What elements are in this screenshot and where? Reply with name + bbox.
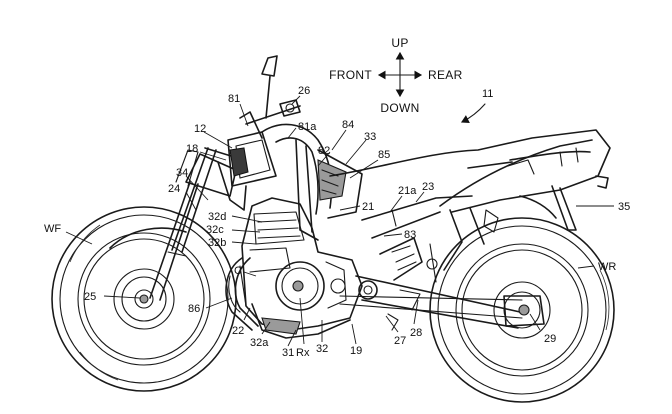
svg-text:11: 11 xyxy=(482,88,493,100)
label-32c: 32c xyxy=(206,224,224,236)
label-81: 81 xyxy=(228,93,240,105)
label-21: 21 xyxy=(362,201,374,213)
seat-rear-body xyxy=(329,129,611,271)
label-35: 35 xyxy=(618,201,630,213)
label-24: 24 xyxy=(168,183,180,195)
label-Rx: Rx xyxy=(296,347,310,359)
label-21a: 21a xyxy=(398,185,417,197)
exhaust xyxy=(225,257,259,331)
label-82: 82 xyxy=(318,145,330,157)
label-26: 26 xyxy=(298,85,310,97)
label-27: 27 xyxy=(394,335,406,347)
label-WF: WF xyxy=(44,223,61,235)
part-labels: WF WR 12 18 34 24 32d 32c 32b C 25 86 22… xyxy=(44,85,630,359)
label-81a: 81a xyxy=(298,121,317,133)
front-cowl xyxy=(217,131,277,211)
direction-compass: UP DOWN FRONT REAR xyxy=(329,36,462,115)
leader-lines xyxy=(65,95,614,347)
label-83: 83 xyxy=(404,229,416,241)
label-22: 22 xyxy=(232,325,244,337)
label-28: 28 xyxy=(410,327,422,339)
label-32: 32 xyxy=(316,343,328,355)
label-86: 86 xyxy=(188,303,200,315)
direction-up-label: UP xyxy=(391,36,408,50)
engine xyxy=(228,197,363,339)
label-19: 19 xyxy=(350,345,362,357)
label-C: C xyxy=(234,265,242,277)
label-18: 18 xyxy=(186,143,198,155)
rear-wheel xyxy=(429,217,615,403)
label-25: 25 xyxy=(84,291,96,303)
label-31: 31 xyxy=(282,347,294,359)
label-12: 12 xyxy=(194,123,206,135)
label-32b: 32b xyxy=(208,237,226,249)
front-fork xyxy=(109,147,245,301)
mirror-handlebar xyxy=(239,55,301,139)
direction-front-label: FRONT xyxy=(329,68,372,82)
label-29: 29 xyxy=(544,333,556,345)
label-WR: WR xyxy=(598,261,616,273)
direction-rear-label: REAR xyxy=(428,68,463,82)
label-85: 85 xyxy=(378,149,390,161)
label-23: 23 xyxy=(422,181,434,193)
label-84: 84 xyxy=(342,119,354,131)
reference-numeral-11: 11 xyxy=(461,88,493,123)
label-33: 33 xyxy=(364,131,376,143)
label-34: 34 xyxy=(176,167,188,179)
footpeg xyxy=(387,243,437,331)
label-32d: 32d xyxy=(208,211,226,223)
label-32a: 32a xyxy=(250,337,269,349)
direction-down-label: DOWN xyxy=(380,101,419,115)
fuel-tank xyxy=(261,123,363,241)
